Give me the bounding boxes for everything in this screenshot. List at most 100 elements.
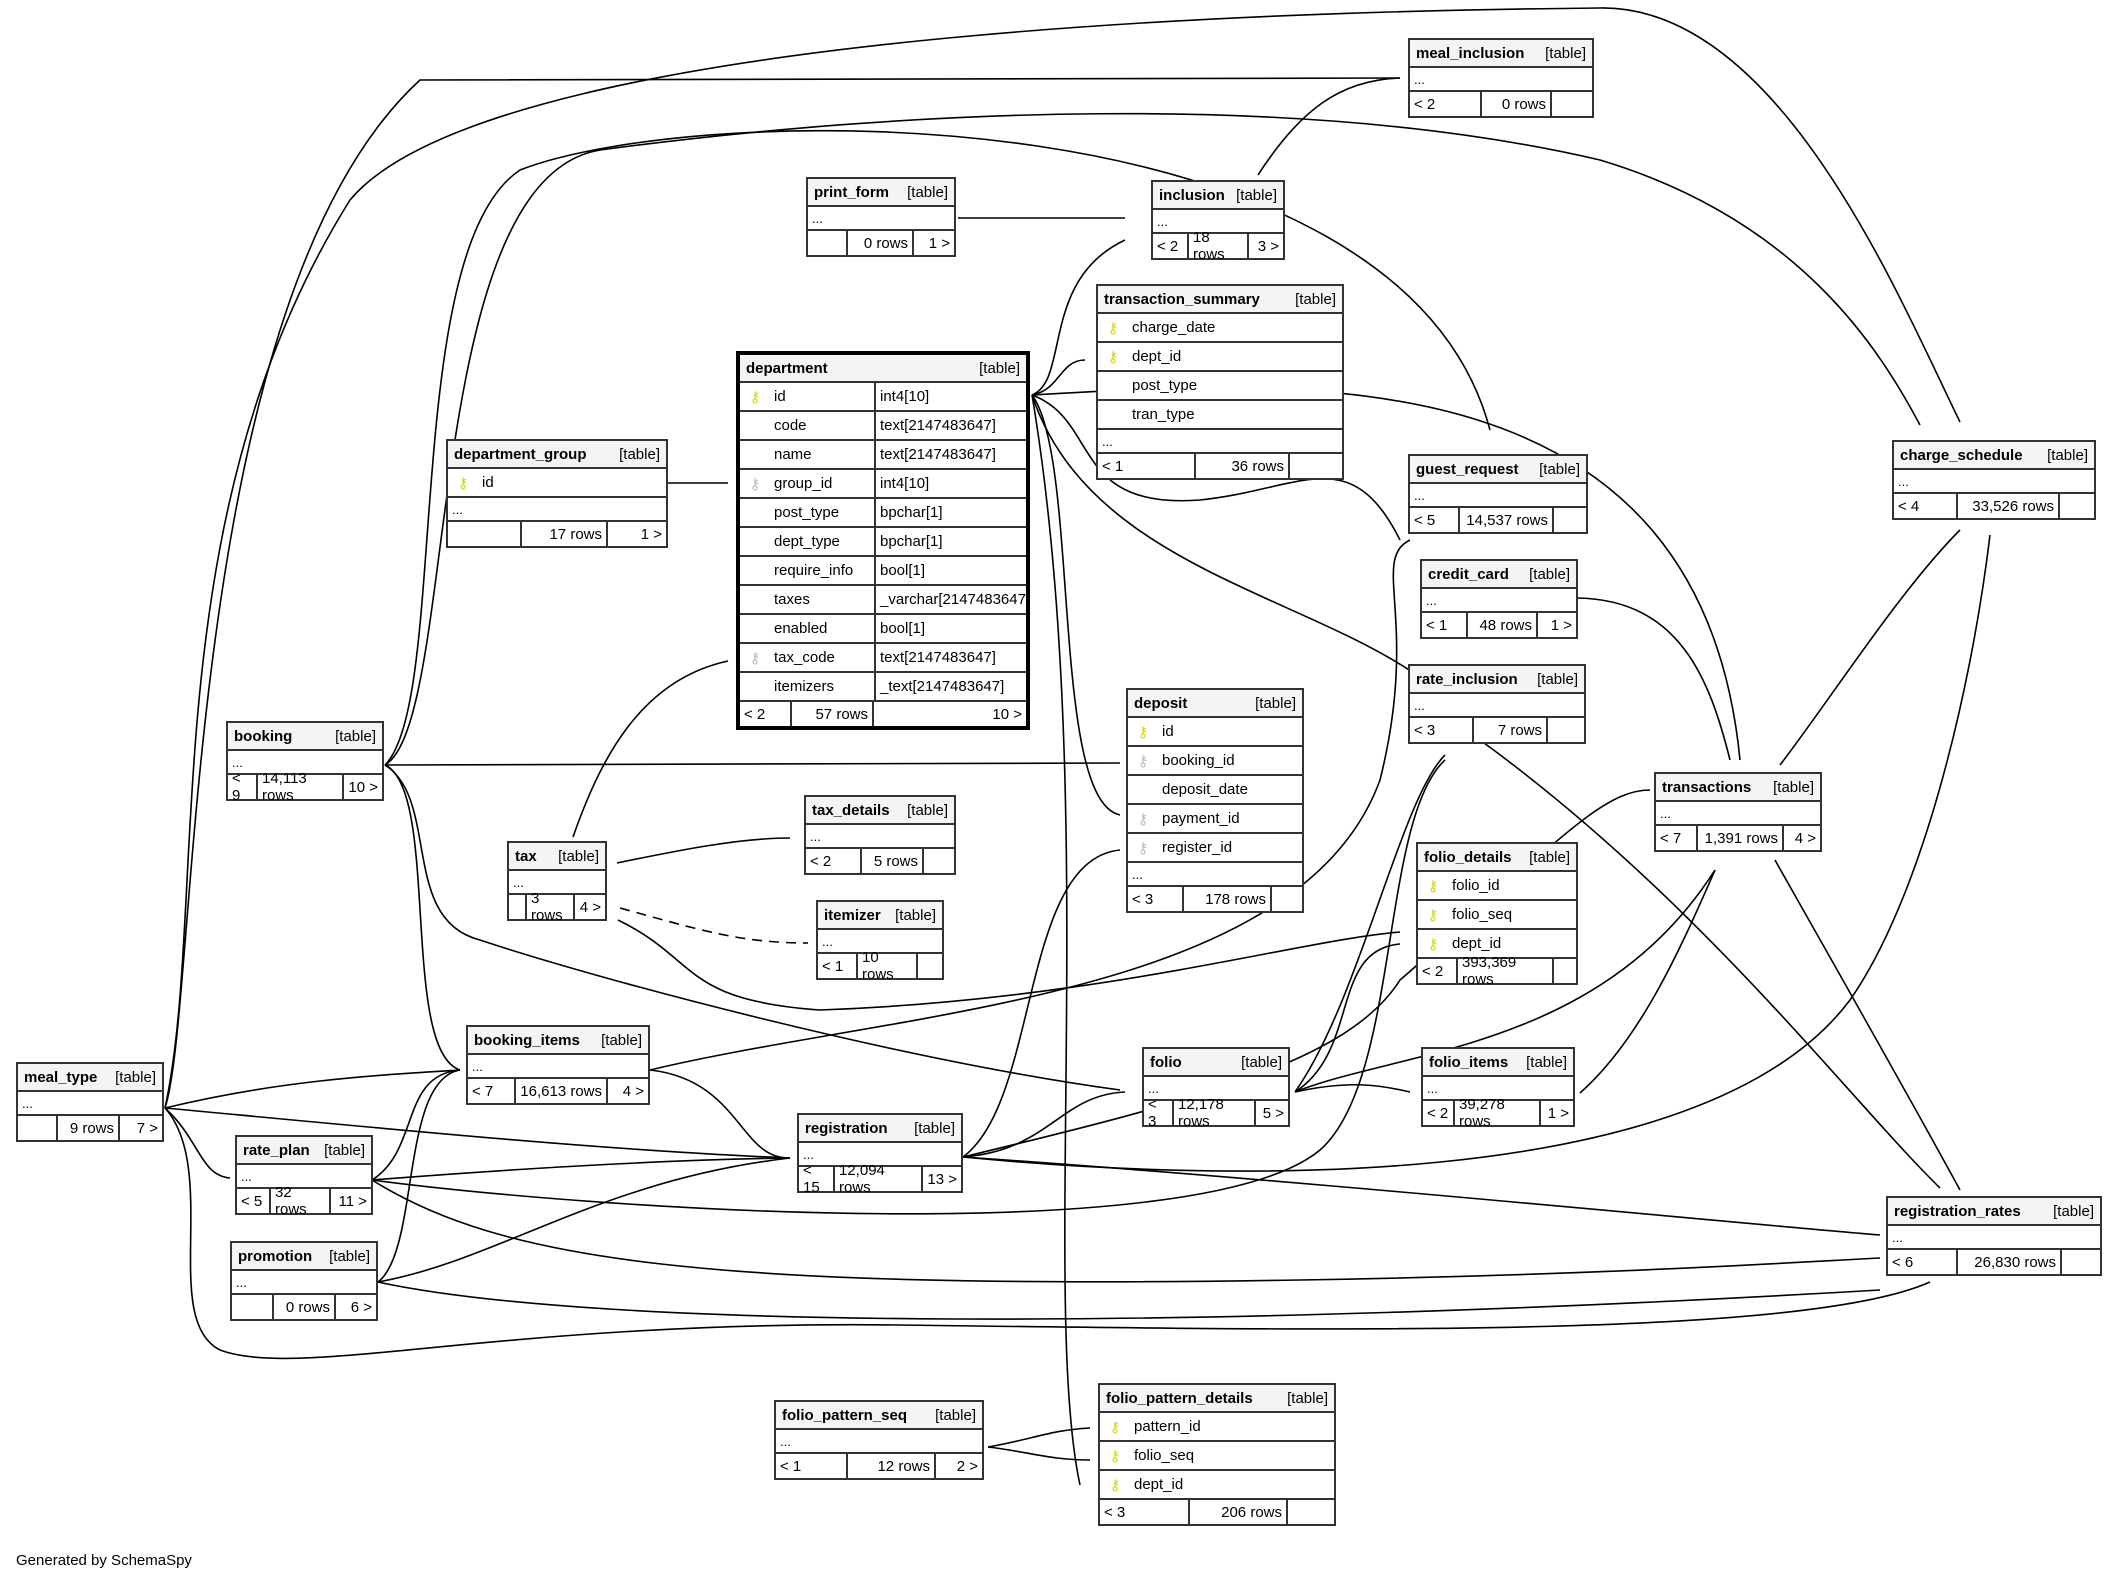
parents-count[interactable]: < 2 (1418, 959, 1458, 983)
children-count[interactable] (2062, 1250, 2100, 1274)
column-row[interactable]: ⚷charge_date (1098, 314, 1342, 343)
column-row[interactable]: ⚷payment_id (1128, 805, 1302, 834)
table-deposit[interactable]: deposit[table] ⚷id ⚷booking_id deposit_d… (1126, 688, 1304, 913)
children-count[interactable] (1272, 887, 1302, 911)
children-count[interactable] (1552, 92, 1592, 116)
children-count[interactable]: 1 > (1547, 1104, 1569, 1122)
children-count[interactable]: 13 > (927, 1170, 957, 1188)
children-count[interactable]: 10 > (348, 778, 378, 796)
parents-count[interactable]: < 6 (1888, 1250, 1958, 1274)
parents-count[interactable]: < 9 (228, 770, 258, 804)
parents-count[interactable]: < 2 (806, 849, 862, 873)
parents-count[interactable] (808, 231, 848, 255)
column-row[interactable]: ⚷id (1128, 718, 1302, 747)
column-row[interactable]: ⚷folio_id (1418, 872, 1576, 901)
parents-count[interactable] (232, 1295, 274, 1319)
parents-count[interactable]: < 1 (1422, 613, 1468, 637)
column-row[interactable]: ⚷folio_seq (1100, 1442, 1334, 1471)
children-count[interactable]: 1 > (1550, 616, 1572, 634)
children-count[interactable]: 4 > (1794, 829, 1816, 847)
column-row[interactable]: ⚷dept_id (1098, 343, 1342, 372)
children-count[interactable]: 4 > (579, 898, 601, 916)
children-count[interactable]: 1 > (928, 234, 950, 252)
parents-count[interactable] (448, 522, 522, 546)
parents-count[interactable]: < 2 (1153, 234, 1189, 258)
column-row[interactable]: ⚷dept_id (1418, 930, 1576, 959)
column-row[interactable]: ⚷pattern_id (1100, 1413, 1334, 1442)
parents-count[interactable]: < 5 (1410, 508, 1460, 532)
parents-count[interactable]: < 7 (468, 1079, 516, 1103)
table-transaction-summary[interactable]: transaction_summary[table] ⚷charge_date … (1096, 284, 1344, 480)
parents-count[interactable]: < 7 (1656, 826, 1698, 850)
children-count[interactable]: 6 > (350, 1298, 372, 1316)
children-count[interactable]: 1 > (640, 525, 662, 543)
column-row[interactable]: taxes_varchar[2147483647] (740, 586, 1030, 615)
parents-count[interactable]: < 1 (776, 1454, 848, 1478)
parents-count[interactable]: < 1 (1098, 454, 1196, 478)
table-folio-details[interactable]: folio_details[table] ⚷folio_id ⚷folio_se… (1416, 842, 1578, 988)
children-count[interactable] (2060, 494, 2094, 518)
parents-count[interactable]: < 2 (1410, 92, 1482, 116)
children-count[interactable]: 7 > (136, 1119, 158, 1137)
children-count[interactable] (918, 954, 942, 978)
column-row[interactable]: ⚷dept_id (1100, 1471, 1334, 1500)
parents-count[interactable]: < 3 (1128, 887, 1184, 911)
children-count[interactable] (1290, 454, 1342, 478)
column-row[interactable]: ⚷folio_seq (1418, 901, 1576, 930)
column-row[interactable]: itemizers_text[2147483647] (740, 673, 1026, 702)
column-row[interactable]: tran_type (1098, 401, 1342, 430)
children-count[interactable]: 3 > (1257, 237, 1279, 255)
parents-count[interactable]: < 2 (740, 702, 792, 726)
parents-count[interactable] (509, 895, 527, 919)
children-count[interactable] (1288, 1500, 1334, 1524)
children-count[interactable] (924, 849, 954, 873)
children-count[interactable]: 4 > (622, 1082, 644, 1100)
column-row[interactable]: ⚷register_id (1128, 834, 1302, 863)
children-count[interactable] (1554, 959, 1576, 983)
parents-count[interactable]: < 2 (1423, 1101, 1455, 1125)
parents-count[interactable]: < 15 (799, 1162, 835, 1196)
parents-count[interactable] (18, 1116, 58, 1140)
parents-count[interactable]: < 5 (237, 1189, 271, 1213)
children-count[interactable] (1554, 508, 1586, 532)
parents-count[interactable]: < 3 (1410, 718, 1474, 742)
column-row[interactable]: deposit_date (1128, 776, 1302, 805)
children-count[interactable]: 5 > (1262, 1104, 1284, 1122)
children-count[interactable]: 11 > (338, 1192, 368, 1210)
column-row[interactable]: ⚷booking_id (1128, 747, 1302, 776)
column-row[interactable]: post_type (1098, 372, 1342, 401)
column-row[interactable]: ⚷id (448, 469, 666, 498)
table-folio-pattern-details[interactable]: folio_pattern_details[table] ⚷pattern_id… (1098, 1383, 1336, 1526)
